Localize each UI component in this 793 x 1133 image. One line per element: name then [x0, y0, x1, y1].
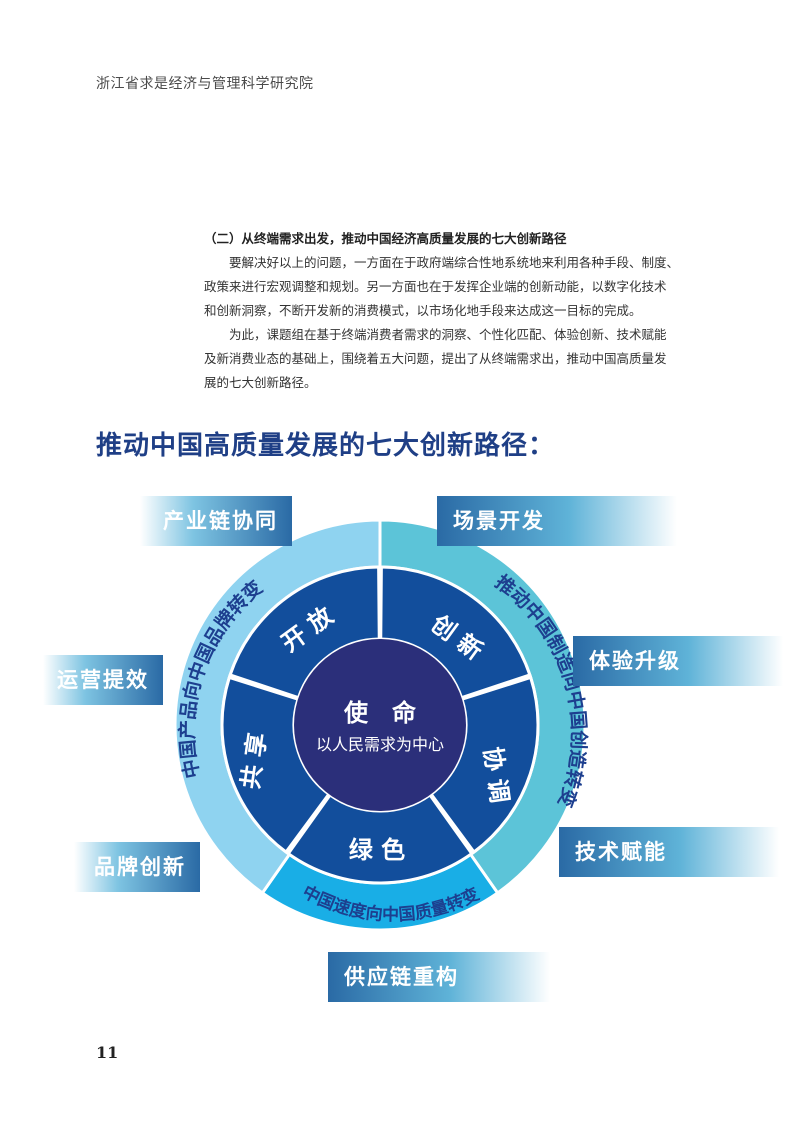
path-tag-industry-chain: 产业链协同: [140, 496, 292, 546]
page-number: 11: [96, 1043, 119, 1062]
organization-header: 浙江省求是经济与管理科学研究院: [96, 76, 314, 92]
path-tag-supply-chain: 供应链重构: [328, 952, 550, 1002]
segment-label-green: 绿 色: [349, 835, 405, 864]
paragraph-2-line-2: 及新消费业态的基础上，围绕着五大问题，提出了从终端需求出，推动中国高质量发: [204, 351, 667, 366]
paragraph-2: 为此，课题组在基于终端消费者需求的洞察、个性化匹配、体验创新、技术赋能 及新消费…: [204, 323, 704, 395]
section-body: （二）从终端需求出发，推动中国经济高质量发展的七大创新路径 要解决好以上的问题，…: [204, 227, 704, 395]
paragraph-1-line-2: 政策来进行宏观调整和规划。另一方面也在于发挥企业端的创新动能，以数字化技术: [204, 279, 667, 294]
path-tag-operations: 运营提效: [43, 655, 163, 705]
diagram-headline: 推动中国高质量发展的七大创新路径：: [96, 431, 556, 461]
paragraph-1-line-3: 和创新洞察，不断开发新的消费模式，以市场化地手段来达成这一目标的完成。: [204, 303, 642, 318]
path-tag-scenario-development: 场景开发: [437, 496, 677, 546]
path-tag-experience-upgrade: 体验升级: [573, 636, 783, 686]
paragraph-2-line-1: 为此，课题组在基于终端消费者需求的洞察、个性化匹配、体验创新、技术赋能: [229, 327, 667, 342]
path-tag-tech-empowerment: 技术赋能: [559, 827, 779, 877]
center-subtitle: 以人民需求为中心: [316, 735, 444, 754]
section-subtitle: （二）从终端需求出发，推动中国经济高质量发展的七大创新路径: [204, 231, 567, 246]
center-circle: [294, 639, 466, 811]
paragraph-1-line-1: 要解决好以上的问题，一方面在于政府端综合性地系统地来利用各种手段、制度、: [229, 255, 680, 270]
paragraph-2-line-3: 展的七大创新路径。: [204, 375, 317, 390]
paragraph-1: 要解决好以上的问题，一方面在于政府端综合性地系统地来利用各种手段、制度、 政策来…: [204, 251, 704, 323]
center-title: 使 命: [343, 698, 417, 727]
path-tag-brand-innovation: 品牌创新: [74, 842, 200, 892]
